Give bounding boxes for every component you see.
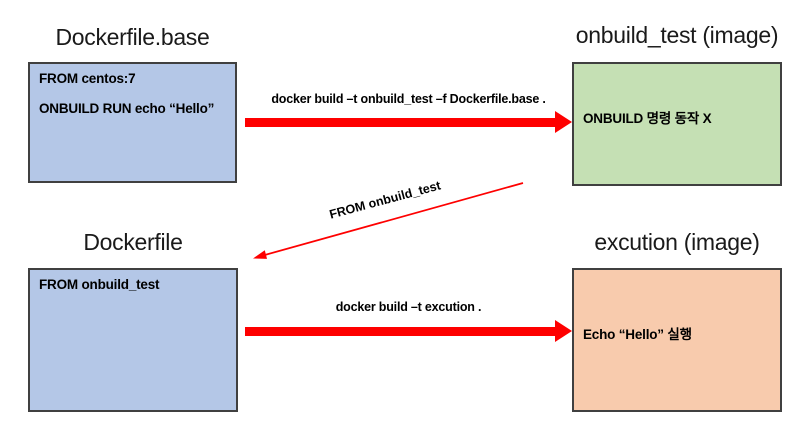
build-base-arrow	[245, 111, 572, 133]
build-excution-arrowhead-icon	[555, 320, 572, 342]
dockerfile-base-box: FROM centos:7 ONBUILD RUN echo “Hello”	[28, 62, 237, 183]
dockerfile-box: FROM onbuild_test	[28, 268, 238, 412]
dockerfile-base-line-1: FROM centos:7	[39, 71, 136, 86]
onbuild-test-box: ONBUILD 명령 동작 X	[572, 62, 782, 186]
dockerfile-base-title: Dockerfile.base	[55, 24, 210, 50]
excution-title: excution (image)	[594, 229, 760, 255]
build-excution-arrow-label: docker build –t excution .	[335, 300, 482, 314]
dockerfile-base-line-2: ONBUILD RUN echo “Hello”	[39, 101, 215, 116]
build-excution-arrow-shaft	[245, 326, 555, 336]
excution-line-1: Echo “Hello” 실행	[583, 327, 692, 342]
from-onbuild-arrow-label: FROM onbuild_test	[327, 178, 443, 222]
build-base-arrow-shaft	[245, 117, 555, 127]
dockerfile-line-1: FROM onbuild_test	[39, 277, 160, 292]
dockerfile-title: Dockerfile	[83, 229, 183, 255]
onbuild-test-line-1: ONBUILD 명령 동작 X	[583, 111, 712, 126]
build-base-arrow-label: docker build –t onbuild_test –f Dockerfi…	[271, 92, 546, 106]
onbuild-test-title: onbuild_test (image)	[575, 22, 779, 48]
excution-box: Echo “Hello” 실행	[572, 268, 782, 412]
build-base-arrowhead-icon	[555, 111, 572, 133]
from-onbuild-arrowhead-icon	[253, 250, 267, 259]
build-excution-arrow	[245, 320, 572, 342]
